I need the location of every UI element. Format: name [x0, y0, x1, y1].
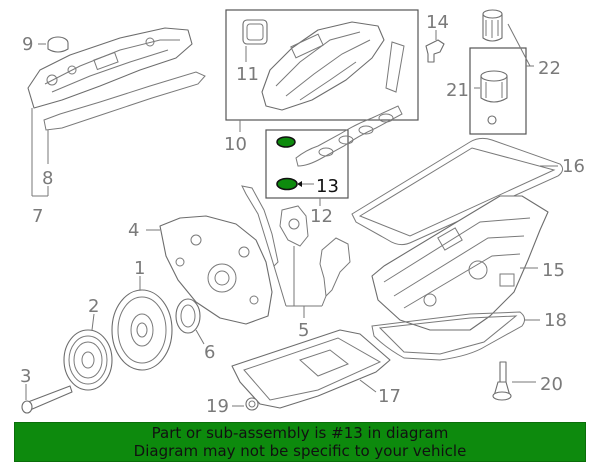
- drain-plug-19: [245, 397, 259, 411]
- oil-level-sensor: [492, 361, 512, 401]
- callout-2: 2: [88, 296, 99, 317]
- banner-line-1: Part or sub-assembly is #13 in diagram: [151, 424, 449, 442]
- callout-12: 12: [310, 206, 333, 227]
- callout-3: 3: [20, 366, 31, 387]
- cover-gasket-right: [319, 237, 351, 298]
- callout-13: 13: [316, 176, 339, 197]
- oil-filter-element: [482, 9, 503, 42]
- leader-lines: [25, 23, 558, 407]
- box-12: [265, 129, 349, 199]
- callout-1: 1: [134, 258, 145, 279]
- box-22: [469, 47, 527, 135]
- callout-22: 22: [538, 58, 561, 79]
- callout-6: 6: [204, 342, 215, 363]
- callout-15: 15: [542, 260, 565, 281]
- drain-plug-small: [487, 115, 497, 125]
- oil-filter-housing: [480, 70, 508, 103]
- front-crank-seal: [175, 298, 201, 334]
- callout-19: 19: [206, 396, 229, 417]
- banner-line-2: Diagram may not be specific to your vehi…: [133, 442, 467, 460]
- callout-20: 20: [540, 374, 563, 395]
- callout-21: 21: [446, 80, 469, 101]
- valve-cover: [27, 27, 193, 109]
- cover-gasket-left: [241, 185, 279, 267]
- oil-filler-cap: [47, 36, 69, 53]
- callout-11: 11: [236, 64, 259, 85]
- crank-bolt: [21, 385, 73, 414]
- oil-pan-gasket-18: [371, 311, 526, 361]
- callout-18: 18: [544, 310, 567, 331]
- box-10: [225, 9, 419, 121]
- callout-8: 8: [42, 168, 53, 189]
- highlight-banner: Part or sub-assembly is #13 in diagram D…: [14, 422, 586, 462]
- callout-9: 9: [22, 34, 33, 55]
- oil-pan-gasket-16: [351, 137, 564, 246]
- oil-pan-lower: [231, 329, 391, 409]
- timing-cover: [159, 215, 273, 325]
- gasket-13-highlight: [276, 177, 314, 191]
- intake-manifold: [261, 21, 385, 111]
- manifold-gasket-strip: [385, 41, 405, 93]
- callout-14: 14: [426, 12, 449, 33]
- gasket-13-upper: [276, 136, 296, 148]
- cover-gasket-center: [279, 205, 309, 247]
- oil-pan-upper: [371, 195, 549, 331]
- callout-4: 4: [128, 220, 139, 241]
- callout-5: 5: [298, 320, 309, 341]
- valve-cover-gasket: [43, 71, 206, 131]
- callout-17: 17: [378, 386, 401, 407]
- sensor-14: [425, 39, 445, 63]
- intake-gasket-11: [242, 19, 268, 45]
- callout-7: 7: [32, 206, 43, 227]
- crank-pulley: [63, 329, 113, 391]
- callout-10: 10: [224, 134, 247, 155]
- callout-16: 16: [562, 156, 585, 177]
- intake-gasket-set: [295, 105, 403, 167]
- harmonic-balancer: [111, 289, 173, 371]
